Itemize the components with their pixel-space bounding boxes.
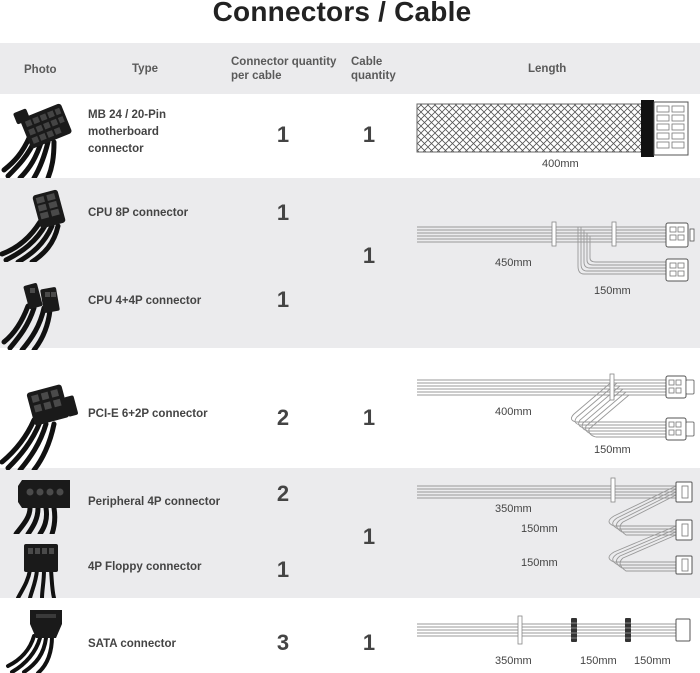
length-peripheral-branch2: 150mm bbox=[521, 557, 558, 569]
floppy-4p-connector-icon bbox=[16, 544, 58, 598]
cpu-cable-diagram bbox=[417, 221, 695, 282]
row-band-cpu bbox=[0, 178, 700, 348]
length-pcie-main: 400mm bbox=[495, 406, 532, 418]
length-cpu-main: 450mm bbox=[495, 257, 532, 269]
length-cpu-branch: 150mm bbox=[594, 285, 631, 297]
cpu-4plus4p-connector-icon bbox=[1, 283, 60, 350]
header-length: Length bbox=[528, 63, 567, 75]
header-cable-quantity: Cable quantity bbox=[351, 55, 396, 83]
cable-qty-mb: 1 bbox=[362, 122, 376, 147]
type-mb-line1: MB 24 / 20-Pin bbox=[88, 109, 166, 121]
header-cable-quantity-line1: Cable bbox=[351, 56, 383, 68]
conn-qty-pcie: 2 bbox=[276, 405, 290, 430]
sata-connector-icon bbox=[6, 610, 62, 673]
type-cpu-8p: CPU 8P connector bbox=[88, 207, 189, 219]
mb-cable-diagram bbox=[416, 100, 689, 157]
sata-cable-diagram bbox=[417, 615, 691, 645]
cpu-8p-connector-icon bbox=[0, 189, 66, 262]
type-floppy: 4P Floppy connector bbox=[88, 561, 202, 573]
conn-qty-cpu-4plus4p: 1 bbox=[276, 287, 290, 312]
length-sata-main: 350mm bbox=[495, 655, 532, 667]
type-mb-line2: motherboard bbox=[88, 126, 159, 138]
length-sata-branch2: 150mm bbox=[634, 655, 671, 667]
row-band-pcie bbox=[0, 348, 700, 468]
type-pcie: PCI-E 6+2P connector bbox=[88, 408, 208, 420]
type-peripheral: Peripheral 4P connector bbox=[88, 496, 221, 508]
cable-qty-cpu: 1 bbox=[362, 243, 376, 268]
length-pcie-branch: 150mm bbox=[594, 444, 631, 456]
length-sata-branch1: 150mm bbox=[580, 655, 617, 667]
page-title: Connectors / Cable bbox=[212, 0, 472, 27]
length-peripheral-main: 350mm bbox=[495, 503, 532, 515]
type-mb-line3: connector bbox=[88, 143, 144, 155]
header-cable-quantity-line2: quantity bbox=[351, 70, 396, 82]
length-peripheral-branch1: 150mm bbox=[521, 523, 558, 535]
header-connector-quantity-line1: Connector quantity bbox=[231, 56, 337, 68]
conn-qty-peripheral: 2 bbox=[276, 481, 290, 506]
type-mb-24pin: MB 24 / 20-Pin motherboard connector bbox=[88, 107, 166, 158]
conn-qty-mb: 1 bbox=[276, 122, 290, 147]
conn-qty-sata: 3 bbox=[276, 630, 290, 655]
type-sata: SATA connector bbox=[88, 638, 176, 650]
pcie-cable-diagram bbox=[417, 373, 695, 441]
type-cpu-4plus4p: CPU 4+4P connector bbox=[88, 295, 202, 307]
header-photo: Photo bbox=[24, 64, 57, 76]
conn-qty-cpu-8p: 1 bbox=[276, 200, 290, 225]
conn-qty-floppy: 1 bbox=[276, 557, 290, 582]
cable-qty-peripheral-floppy: 1 bbox=[362, 524, 376, 549]
peripheral-4p-connector-icon bbox=[13, 480, 70, 534]
cable-qty-sata: 1 bbox=[362, 630, 376, 655]
table-header: Photo Type Connector quantity per cable … bbox=[0, 43, 700, 94]
pcie-6plus2p-connector-icon bbox=[0, 384, 78, 470]
cable-qty-pcie: 1 bbox=[362, 405, 376, 430]
peripheral-floppy-cable-diagram bbox=[417, 477, 693, 575]
header-type: Type bbox=[132, 63, 158, 75]
header-connector-quantity-line2: per cable bbox=[231, 70, 282, 82]
header-connector-quantity: Connector quantity per cable bbox=[231, 55, 336, 83]
row-band-peripheral bbox=[0, 468, 700, 598]
row-band-sata bbox=[0, 598, 700, 673]
length-mb: 400mm bbox=[542, 158, 579, 170]
mb-24pin-connector-icon bbox=[1, 103, 72, 178]
